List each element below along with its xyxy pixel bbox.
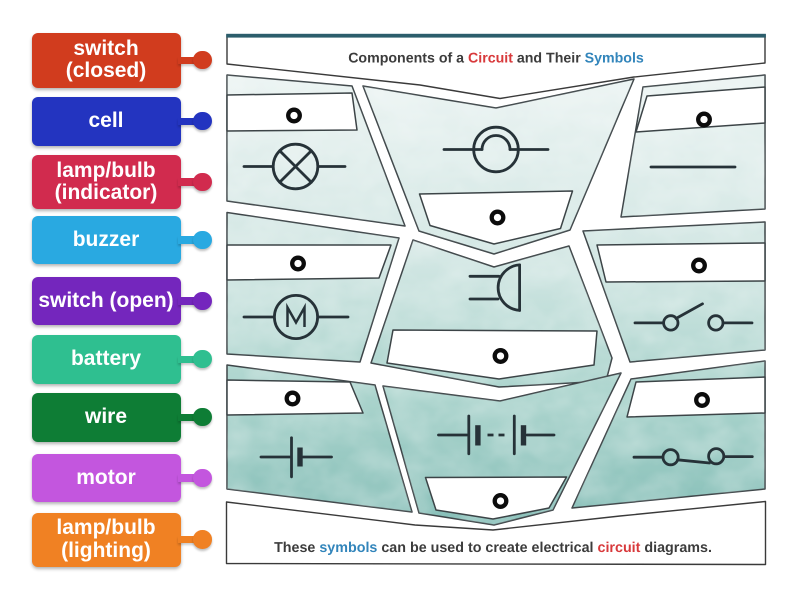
svg-text:These symbols can be used to c: These symbols can be used to create elec…	[274, 540, 712, 556]
svg-text:Components of a Circuit and Th: Components of a Circuit and Their Symbol…	[348, 51, 644, 67]
